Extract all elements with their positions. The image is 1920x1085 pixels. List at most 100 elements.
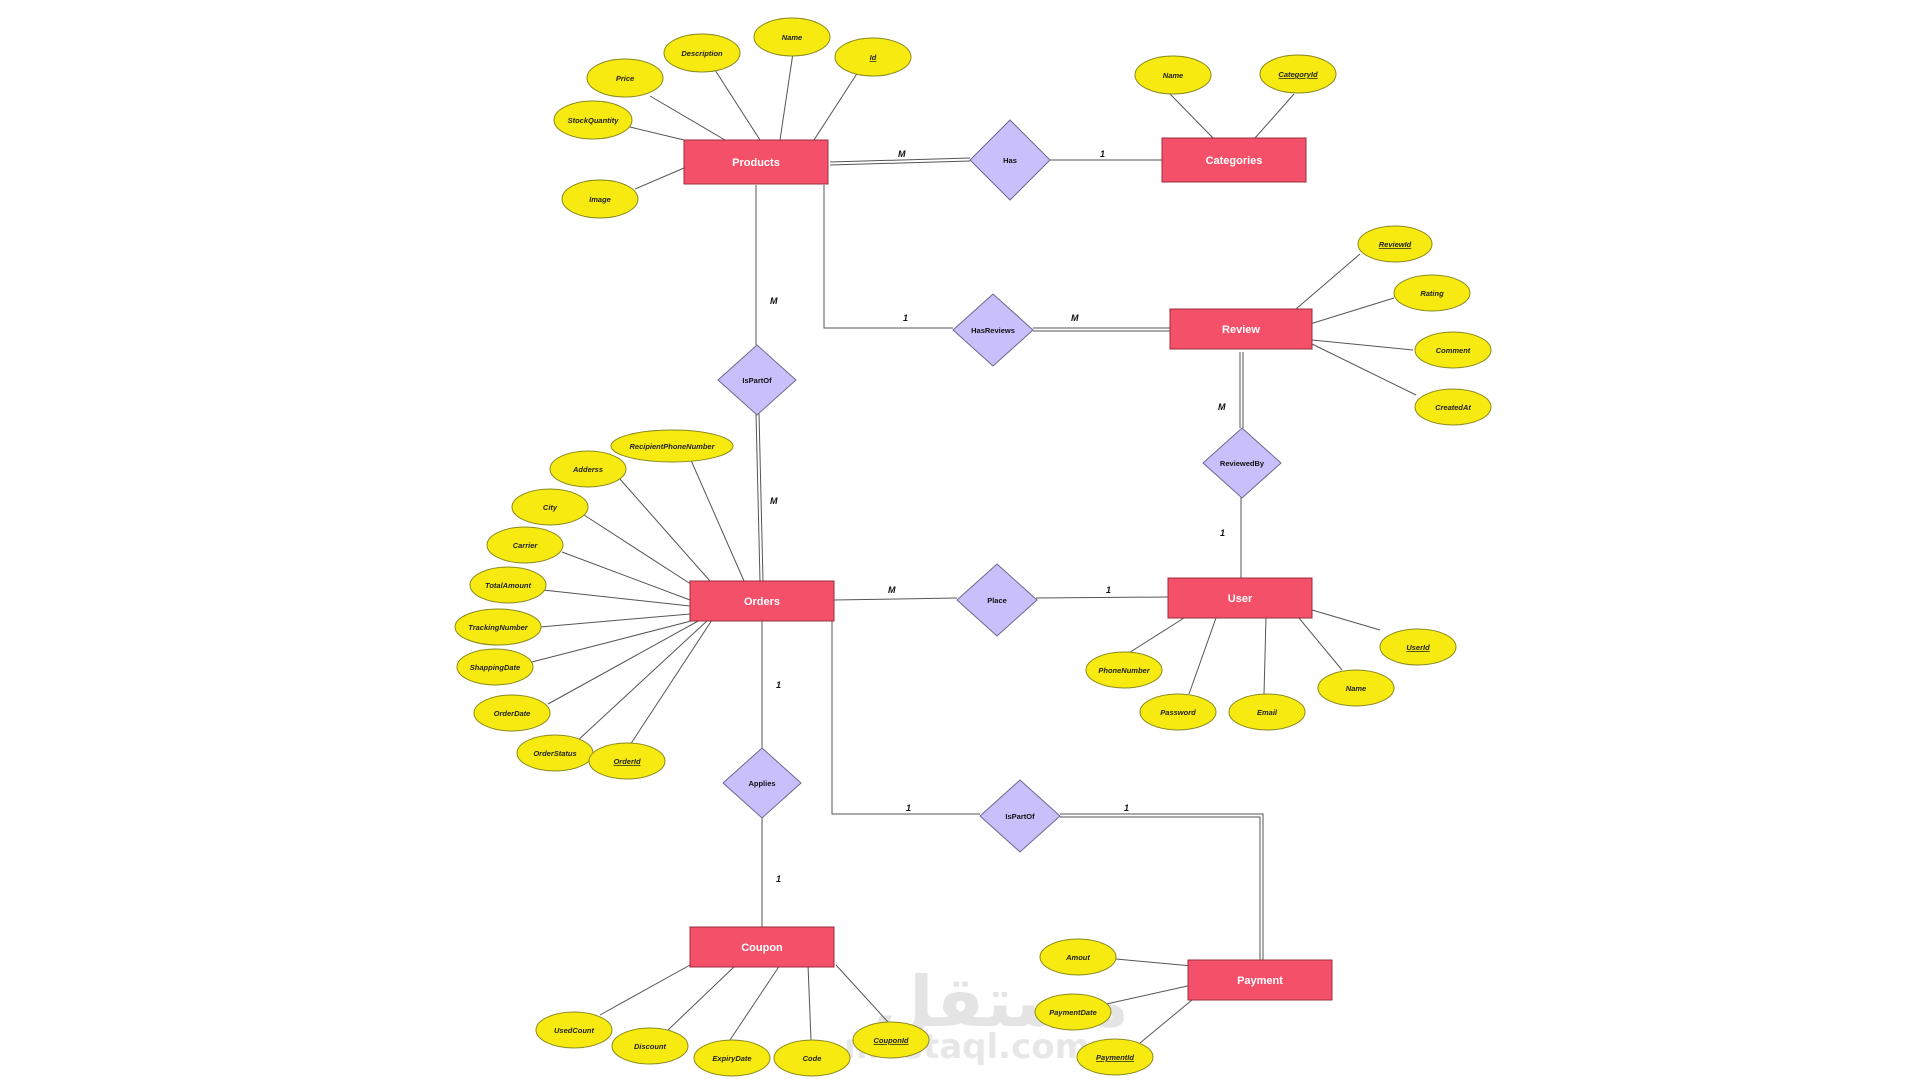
relationship-ispartof-payment-label: IsPartOf	[1005, 812, 1035, 821]
attribute-coupon-couponid[interactable]: CouponId	[852, 1021, 930, 1059]
connector-orders-orderstatus	[575, 619, 709, 743]
attribute-payment-paymentdate-label: PaymentDate	[1049, 1008, 1097, 1017]
attribute-products-price[interactable]: Price	[586, 58, 664, 98]
connector-payment-paymentid	[1139, 999, 1193, 1044]
link-place-user	[1035, 596, 1169, 599]
attribute-products-name[interactable]: Name	[753, 17, 831, 57]
attribute-products-id-label: Id	[870, 53, 877, 62]
attribute-coupon-code[interactable]: Code	[773, 1039, 851, 1077]
attribute-orders-city[interactable]: City	[511, 488, 589, 526]
cardinality-orders-ispartof2: 1	[906, 803, 911, 813]
entity-coupon[interactable]: Coupon	[689, 926, 835, 968]
attribute-products-price-label: Price	[616, 74, 634, 83]
connector-payment-amount	[1115, 958, 1193, 967]
attribute-coupon-code-label: Code	[803, 1054, 822, 1063]
entity-categories[interactable]: Categories	[1161, 137, 1307, 183]
relationship-place-label: Place	[987, 596, 1007, 605]
attribute-review-comment[interactable]: Comment	[1414, 331, 1492, 369]
attribute-payment-amount[interactable]: Amout	[1039, 938, 1117, 976]
attribute-user-phonenumber-label: PhoneNumber	[1098, 666, 1150, 675]
connector-orders-orderdate	[547, 619, 701, 705]
attribute-user-userid-label: UserId	[1406, 643, 1430, 652]
connector-review-comment	[1311, 339, 1414, 351]
attribute-user-password[interactable]: Password	[1139, 693, 1217, 731]
connector-user-name	[1298, 617, 1343, 671]
attribute-categories-categoryid-label: CategoryId	[1278, 70, 1318, 79]
attribute-review-comment-label: Comment	[1436, 346, 1471, 355]
connector-orders-city	[583, 514, 701, 591]
attribute-coupon-usedcount[interactable]: UsedCount	[535, 1011, 613, 1049]
connector-orders-orderid	[629, 619, 713, 746]
relationship-hasreviews[interactable]: HasReviews	[952, 293, 1034, 367]
entity-user[interactable]: User	[1167, 577, 1313, 619]
attribute-user-phonenumber[interactable]: PhoneNumber	[1085, 651, 1163, 689]
entity-payment-label: Payment	[1237, 975, 1283, 987]
relationship-has[interactable]: Has	[969, 119, 1051, 201]
attribute-products-stockquantity[interactable]: StockQuantity	[553, 100, 633, 140]
connector-review-rating	[1309, 297, 1395, 325]
attribute-products-description[interactable]: Description	[663, 33, 741, 73]
attribute-user-name-label: Name	[1346, 684, 1366, 693]
connector-coupon-usedcount	[599, 964, 691, 1016]
entity-review-label: Review	[1222, 324, 1260, 336]
connector-payment-paymentdate	[1101, 984, 1193, 1006]
attribute-orders-orderid[interactable]: OrderId	[588, 742, 666, 780]
connector-orders-totalamount	[542, 589, 691, 607]
relationship-applies[interactable]: Applies	[722, 747, 802, 819]
attribute-orders-shippingdate[interactable]: ShappingDate	[456, 648, 534, 686]
relationship-place[interactable]: Place	[956, 563, 1038, 637]
attribute-user-userid[interactable]: UserId	[1379, 628, 1457, 666]
attribute-orders-orderid-label: OrderId	[613, 757, 641, 766]
entity-orders-label: Orders	[744, 596, 780, 608]
entity-products[interactable]: Products	[683, 139, 829, 185]
attribute-products-id[interactable]: Id	[834, 37, 912, 77]
attribute-categories-name[interactable]: Name	[1134, 55, 1212, 95]
attribute-orders-orderdate[interactable]: OrderDate	[473, 694, 551, 732]
attribute-orders-recipientphone[interactable]: RecipientPhoneNumber	[610, 429, 734, 463]
attribute-orders-address[interactable]: Adderss	[549, 450, 627, 488]
entity-orders[interactable]: Orders	[689, 580, 835, 622]
attribute-products-image[interactable]: Image	[561, 179, 639, 219]
attribute-orders-orderdate-label: OrderDate	[494, 709, 531, 718]
connector-coupon-expirydate	[729, 964, 781, 1041]
attribute-user-email[interactable]: Email	[1228, 693, 1306, 731]
entity-review[interactable]: Review	[1169, 308, 1313, 350]
connector-review-reviewid	[1295, 253, 1361, 310]
relationship-ispartof-payment[interactable]: IsPartOf	[979, 779, 1061, 853]
connector-orders-trackingnumber	[539, 613, 691, 628]
attribute-user-name[interactable]: Name	[1317, 669, 1395, 707]
attribute-orders-address-label: Adderss	[572, 465, 603, 474]
attribute-categories-categoryid[interactable]: CategoryId	[1259, 54, 1337, 94]
attribute-products-description-label: Description	[681, 49, 723, 58]
attribute-payment-paymentid[interactable]: PaymentId	[1076, 1038, 1154, 1076]
connector-products-stockquantity	[629, 126, 685, 141]
attribute-coupon-discount[interactable]: Discount	[611, 1027, 689, 1065]
link-products-hasreviews	[823, 185, 953, 329]
relationship-applies-label: Applies	[748, 779, 775, 788]
attribute-review-reviewid-label: ReviewId	[1379, 240, 1412, 249]
attribute-review-rating[interactable]: Rating	[1393, 274, 1471, 312]
attribute-orders-orderstatus[interactable]: OrderStatus	[516, 734, 594, 772]
connector-user-password	[1188, 617, 1217, 695]
connector-products-price	[649, 95, 726, 141]
link-products-has-a	[829, 157, 971, 163]
connector-orders-address	[618, 477, 711, 582]
relationship-reviewedby[interactable]: ReviewedBy	[1202, 427, 1282, 499]
attribute-payment-paymentdate[interactable]: PaymentDate	[1034, 993, 1112, 1031]
cardinality-orders-applies: 1	[776, 680, 781, 690]
relationship-ispartof-products[interactable]: IsPartOf	[717, 344, 797, 416]
attribute-coupon-expirydate[interactable]: ExpiryDate	[693, 1039, 771, 1077]
attribute-review-reviewid[interactable]: ReviewId	[1357, 225, 1433, 263]
connector-orders-recipientphone	[682, 441, 745, 582]
attribute-orders-carrier[interactable]: Carrier	[486, 526, 564, 564]
attribute-orders-trackingnumber[interactable]: TrackingNumber	[454, 608, 542, 646]
relationship-hasreviews-label: HasReviews	[971, 326, 1015, 335]
attribute-orders-totalamount[interactable]: TotalAmount	[469, 566, 547, 604]
link-ispartof-orders-a	[755, 412, 761, 582]
cardinality-orders-place: M	[888, 585, 896, 595]
cardinalities: M 1 1 M M M M 1 M 1 1 1 1 1	[770, 149, 1226, 884]
entity-payment[interactable]: Payment	[1187, 959, 1333, 1001]
attribute-orders-orderstatus-label: OrderStatus	[533, 749, 576, 758]
attribute-review-createdat[interactable]: CreatedAt	[1414, 388, 1492, 426]
